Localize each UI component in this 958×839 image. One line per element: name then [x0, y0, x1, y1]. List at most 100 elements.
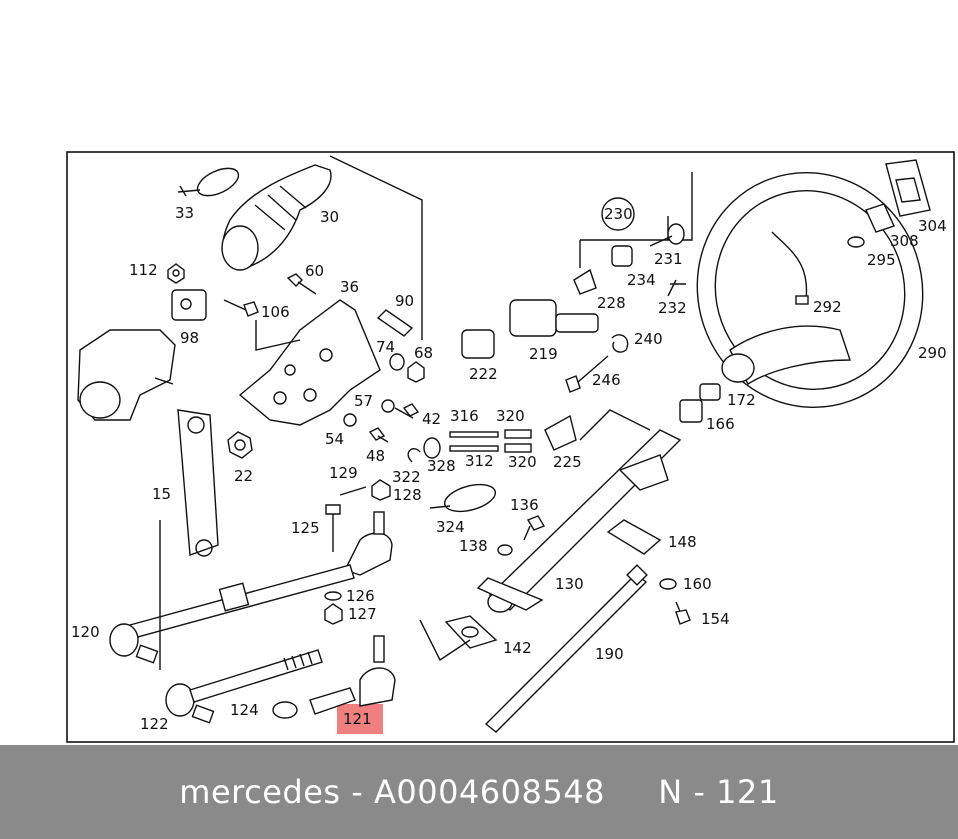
part-246-bolt: [565, 355, 609, 393]
part-130-column: [476, 429, 682, 613]
label-112: 112: [129, 261, 158, 279]
tie-rod-lower: [189, 649, 323, 703]
label-142: 142: [503, 639, 532, 657]
label-219: 219: [529, 345, 558, 363]
label-54: 54: [325, 430, 344, 448]
label-222: 222: [469, 365, 498, 383]
label-230: 230: [604, 205, 633, 223]
label-166: 166: [706, 415, 735, 433]
label-304: 304: [918, 217, 947, 235]
separator: -: [340, 773, 374, 811]
label-60: 60: [305, 262, 324, 280]
part-136-bolt: [523, 515, 546, 541]
drag-link-rod: [129, 564, 355, 639]
part-15-pitman-arm: [177, 409, 219, 557]
label-68: 68: [414, 344, 433, 362]
part-320-sleeve-a: [504, 429, 532, 439]
part-316-pin: [449, 431, 499, 438]
label-322: 322: [392, 468, 421, 486]
part-148-bracket: [606, 519, 662, 555]
part-36-bracket: [238, 299, 381, 426]
label-324: 324: [436, 518, 465, 536]
part-240-clip: [611, 334, 629, 353]
part-112-nut: [167, 263, 185, 284]
part-129-cotter-pin: [339, 486, 367, 496]
label-290: 290: [918, 344, 947, 362]
part-127-nut: [324, 603, 343, 625]
label-320-upper: 320: [496, 407, 525, 425]
part-98-joint: [171, 289, 207, 321]
steering-box: [77, 329, 176, 421]
part-22-nut: [227, 431, 253, 459]
part-48-bolt: [368, 427, 389, 443]
part-320-sleeve-b: [504, 443, 532, 453]
part-228: [573, 268, 597, 295]
label-190: 190: [595, 645, 624, 663]
label-320-lower: 320: [508, 453, 537, 471]
diagram-frame: [66, 151, 955, 743]
part-106-bolt: [223, 299, 259, 317]
part-33-cable-tie: [177, 167, 240, 197]
ref-prefix: N -: [658, 773, 717, 811]
part-308-nut: [865, 203, 895, 233]
part-120-boot: [109, 623, 159, 664]
part-292-wire: [771, 231, 809, 305]
part-160-washer: [659, 578, 677, 590]
part-122-boot: [165, 683, 215, 724]
part-57-washer: [381, 399, 395, 413]
label-148: 148: [668, 533, 697, 551]
part-324-cable-tie: [429, 483, 497, 513]
brand-text: mercedes: [179, 773, 341, 811]
label-57: 57: [354, 392, 373, 410]
part-number-footer: mercedes - A0004608548 N - 121: [0, 745, 958, 839]
label-125: 125: [291, 519, 320, 537]
label-160: 160: [683, 575, 712, 593]
label-136: 136: [510, 496, 539, 514]
label-128: 128: [393, 486, 422, 504]
part-90-plate: [376, 309, 414, 337]
part-232: [667, 279, 686, 297]
part-tie-rod-end-upper: [344, 511, 393, 576]
steering-parts-diagram: 33 30 112 60 36 90 106 98 74 68 57 42 54…: [66, 151, 955, 743]
part-190-shaft: [484, 564, 648, 733]
label-172: 172: [727, 391, 756, 409]
label-240: 240: [634, 330, 663, 348]
leader-lines: [159, 155, 651, 670]
footer-gap: [605, 773, 658, 811]
label-106: 106: [261, 303, 290, 321]
part-125-bolt: [325, 504, 341, 552]
label-30: 30: [320, 208, 339, 226]
highlight-box: [337, 704, 383, 734]
label-126: 126: [346, 587, 375, 605]
part-42-bolt: [394, 403, 420, 419]
label-154: 154: [701, 610, 730, 628]
part-126-washer: [324, 591, 342, 601]
part-312-pin: [449, 445, 499, 452]
part-234: [611, 245, 633, 267]
part-295-washer: [847, 236, 865, 248]
part-number: A0004608548: [373, 773, 605, 811]
label-129: 129: [329, 464, 358, 482]
label-48: 48: [366, 447, 385, 465]
part-222-connector: [461, 329, 495, 359]
part-68-nut: [407, 361, 425, 383]
label-98: 98: [180, 329, 199, 347]
label-234: 234: [627, 271, 656, 289]
label-246: 246: [592, 371, 621, 389]
label-292: 292: [813, 298, 842, 316]
part-124-clamp: [272, 701, 298, 719]
part-60-bolt: [286, 273, 317, 295]
label-90: 90: [395, 292, 414, 310]
label-120: 120: [71, 623, 100, 641]
label-42: 42: [422, 410, 441, 428]
label-225: 225: [553, 453, 582, 471]
part-154-bolt: [675, 601, 691, 625]
label-312: 312: [465, 452, 494, 470]
part-322-hook: [407, 448, 421, 463]
part-219-switch: [509, 299, 599, 337]
label-124: 124: [230, 701, 259, 719]
part-142-gasket: [444, 615, 498, 649]
part-121-tie-rod-end: [309, 635, 396, 715]
part-74-washer: [389, 353, 405, 371]
label-232: 232: [658, 299, 687, 317]
